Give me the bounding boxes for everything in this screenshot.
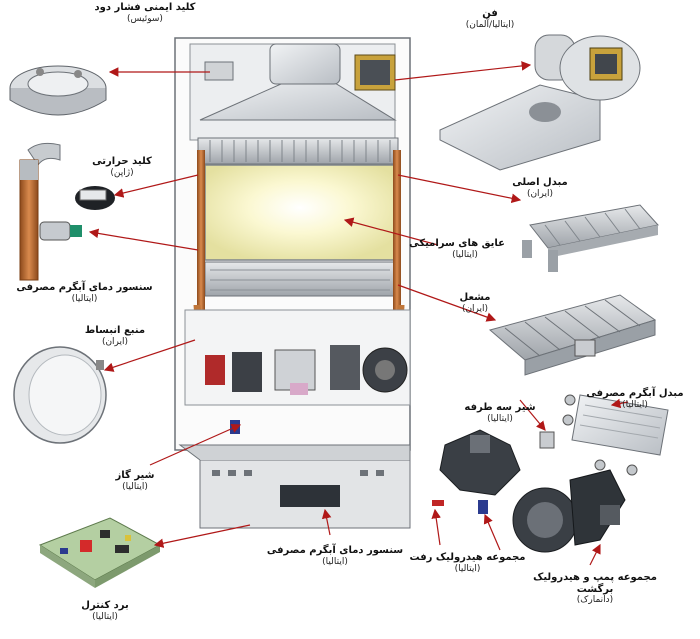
label-name: مجموعه پمپ و هیدرولیک برگشت [533, 572, 657, 595]
label-origin: (ایران) [526, 188, 554, 199]
expansion-tank-part [13, 346, 107, 444]
pressure-switch-in-unit [204, 61, 234, 81]
label-pump-return: مجموعه پمپ و هیدرولیک برگشت (دانمارک) [520, 572, 670, 605]
label-name: مبدل آبگرم مصرفی [586, 388, 684, 399]
label-name: مجموعه هیدرولیک رفت [409, 552, 526, 563]
label-name: سنسور دمای آبگرم مصرفی [266, 545, 404, 556]
burner-part [488, 294, 657, 376]
label-origin: (ایتالیا) [322, 556, 348, 567]
control-board-part [38, 517, 162, 588]
thermal-switch-part [19, 142, 115, 281]
label-origin: (ایتالیا) [622, 399, 648, 410]
exchanger-in-unit [197, 137, 399, 165]
label-origin: (ایتالیا) [122, 481, 148, 492]
label-pressure-switch: کلید ایمنی فشار دود (سوئیس) [70, 2, 220, 24]
label-name: شیر گاز [115, 470, 155, 481]
label-origin: (ایتالیا) [487, 413, 513, 424]
fan-part [439, 34, 641, 171]
label-control-board: برد کنترل (ایتالیا) [65, 600, 145, 622]
label-ceramic-insulation: عایق های سرامیکی (ایتالیا) [409, 238, 505, 260]
label-origin: (ایتالیا/آلمان) [465, 19, 515, 30]
pump-return-part [512, 469, 626, 553]
burner-in-unit [204, 261, 396, 297]
leader-lines [88, 61, 629, 566]
label-dhw-temp-sensor-bottom: سنسور دمای آبگرم مصرفی (ایتالیا) [255, 545, 415, 567]
label-safety-valve: شیر سه طرفه (ایتالیا) [455, 402, 545, 424]
label-name: فن [482, 8, 498, 19]
label-name: کلید ایمنی فشار دود [94, 2, 196, 13]
label-origin: (ایتالیا) [92, 611, 118, 622]
label-main-exchanger: مبدل اصلی (ایران) [495, 177, 585, 199]
label-name: سنسور دمای آبگرم مصرفی [16, 282, 153, 293]
label-thermal-switch: کلید حرارتی (ژاپن) [82, 156, 162, 178]
label-dhw-exchanger: مبدل آبگرم مصرفی (ایتالیا) [575, 388, 695, 410]
label-name: برد کنترل [81, 600, 129, 611]
dhw-exchanger-part [562, 394, 669, 476]
label-burner: مشعل (ایران) [440, 292, 510, 314]
label-name: عایق های سرامیکی [409, 238, 505, 249]
label-origin: (ایتالیا) [71, 293, 98, 304]
label-origin: (ایتالیا) [454, 563, 481, 574]
label-origin: (ژاپن) [110, 167, 134, 178]
label-name: کلید حرارتی [92, 156, 152, 167]
label-expansion-tank: منبع انبساط (ایران) [70, 325, 160, 347]
main-exchanger-part [522, 204, 659, 272]
boiler-main-unit [174, 37, 411, 529]
label-fan: فن (ایتالیا/آلمان) [440, 8, 540, 30]
label-dhw-temp-sensor-left: سنسور دمای آبگرم مصرفی (ایتالیا) [2, 282, 167, 304]
label-name: شیر سه طرفه [464, 402, 536, 413]
hydraulic-supply-part [432, 429, 555, 514]
label-gas-valve: شیر گاز (ایتالیا) [100, 470, 170, 492]
label-origin: (ایتالیا) [452, 249, 478, 260]
pressure-switch-part [9, 65, 107, 116]
label-origin: (سوئیس) [127, 13, 163, 24]
label-origin: (ایران) [461, 303, 489, 314]
label-name: مشعل [459, 292, 491, 303]
label-name: منبع انبساط [84, 325, 146, 336]
combustion-chamber [204, 164, 396, 261]
label-hydraulic-supply: مجموعه هیدرولیک رفت (ایتالیا) [405, 552, 530, 574]
label-origin: (دانمارک) [576, 595, 614, 605]
label-name: مبدل اصلی [512, 177, 568, 188]
label-origin: (ایران) [101, 336, 129, 347]
